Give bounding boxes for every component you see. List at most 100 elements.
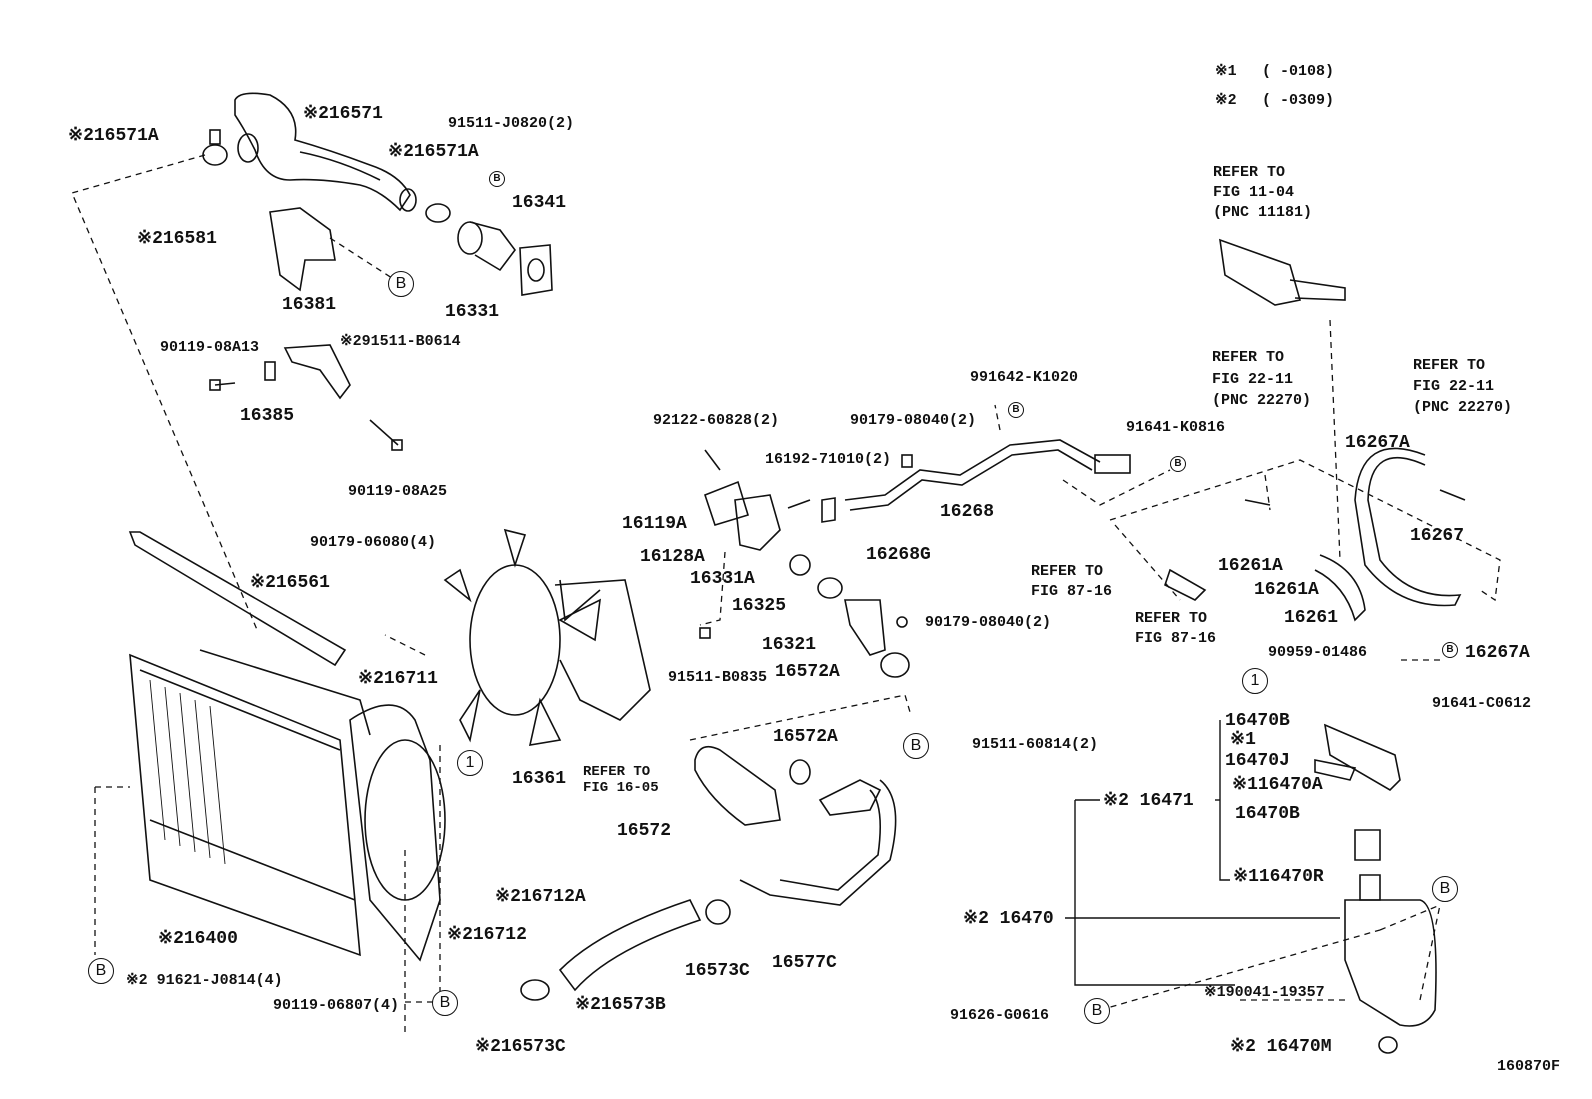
part-label-16331a: 16331A (690, 569, 755, 589)
callout-b: B (1084, 998, 1110, 1024)
part-label-16470r: ※116470R (1233, 867, 1324, 887)
part-label-91626-g0616: 91626-G0616 (950, 1007, 1050, 1024)
part-label-16571a-top: ※216571A (68, 126, 159, 146)
refer-fig22a-line1: REFER TO (1212, 349, 1285, 366)
part-label-92122-60828: 92122-60828(2) (653, 412, 780, 429)
part-label-90959-01486: 90959-01486 (1268, 644, 1368, 661)
part-label-16711: ※216711 (358, 669, 438, 689)
refer-fig87b-line2: FIG 87-16 (1135, 630, 1217, 647)
part-label-16573c-b: ※216573C (475, 1037, 566, 1057)
part-label-16470: ※2 16470 (963, 909, 1054, 929)
callout-one: 1 (457, 750, 483, 776)
part-label-16341: 16341 (512, 193, 567, 213)
part-label-16581: ※216581 (137, 229, 217, 249)
refer-fig22a-line3: (PNC 22270) (1212, 392, 1312, 409)
reservoir-16470 (1314, 723, 1437, 1054)
part-label-16331: 16331 (445, 302, 500, 322)
hoses-right (1164, 447, 1466, 622)
part-label-16381: 16381 (282, 295, 337, 315)
part-label-90179-08040-a: 90179-08040(2) (850, 412, 977, 429)
part-label-16471: ※2 16471 (1103, 791, 1194, 811)
part-label-16572a-b: 16572A (773, 727, 838, 747)
part-label-90119-08a25: 90119-08A25 (348, 483, 448, 500)
part-label-16325: 16325 (732, 596, 787, 616)
part-label-16470b-b: 16470B (1235, 804, 1300, 824)
part-label-16577c: 16577C (772, 953, 837, 973)
part-label-16712: ※216712 (447, 925, 527, 945)
part-label-16573c-a: 16573C (685, 961, 750, 981)
part-label-16400: ※216400 (158, 929, 238, 949)
lower-hoses (558, 745, 897, 992)
upper-hose-16571 (234, 92, 417, 212)
refer-fig11-line3: (PNC 11181) (1213, 204, 1313, 221)
refer-fig87b-line1: REFER TO (1135, 610, 1208, 627)
part-label-16470a: ※116470A (1232, 775, 1323, 795)
water-inlet-16331 (457, 221, 553, 296)
part-label-91511-j0820: 91511-J0820(2) (448, 115, 575, 132)
callout-b-small: B (1170, 456, 1186, 472)
dashed-leaders (71, 154, 1501, 1035)
part-label-16385: 16385 (240, 406, 295, 426)
part-label-91511-b0835: 91511-B0835 (668, 669, 768, 686)
part-label-991642-k1020: 991642-K1020 (970, 369, 1079, 386)
callout-b: B (388, 271, 414, 297)
callout-one: 1 (1242, 668, 1268, 694)
part-label-91621-j0814: ※2 91621-J0814(4) (126, 972, 283, 989)
part-label-16261a-b: 16261A (1254, 580, 1319, 600)
part-label-16268g: 16268G (866, 545, 931, 565)
support-bar-16561 (128, 531, 347, 667)
refer-fig11-line1: REFER TO (1213, 164, 1286, 181)
note2-range: ( -0309) (1262, 92, 1335, 109)
callout-b: B (88, 958, 114, 984)
part-label-90119-06807: 90119-06807(4) (273, 997, 400, 1014)
part-label-16572a-a: 16572A (775, 662, 840, 682)
part-label-90041-19357: ※190041-19357 (1204, 984, 1325, 1001)
part-label-16712a: ※216712A (495, 887, 586, 907)
part-label-16470j-mark: ※1 (1230, 730, 1256, 750)
part-label-90179-06080: 90179-06080(4) (310, 534, 437, 551)
fan-16361 (443, 528, 651, 746)
part-label-16267: 16267 (1410, 526, 1465, 546)
fan-shroud-16711 (349, 704, 446, 962)
part-label-16192-71010: 16192-71010(2) (765, 451, 892, 468)
part-label-16571a-mid: ※216571A (388, 142, 479, 162)
callout-b: B (903, 733, 929, 759)
refer-fig22b-line2: FIG 22-11 (1413, 378, 1495, 395)
part-label-91641-c0612: 91641-C0612 (1432, 695, 1532, 712)
part-label-16470b-a: 16470B (1225, 711, 1290, 731)
refer-fig22b-line3: (PNC 22270) (1413, 399, 1513, 416)
refer-fig22b-line1: REFER TO (1413, 357, 1486, 374)
part-label-16571: ※216571 (303, 104, 383, 124)
figure-code: 160870F (1497, 1058, 1561, 1075)
refer-fig87a-line2: FIG 87-16 (1031, 583, 1113, 600)
part-label-91511-60814: 91511-60814(2) (972, 736, 1099, 753)
callout-b: B (432, 990, 458, 1016)
part-label-16267a-b: 16267A (1465, 643, 1530, 663)
note2-mark: ※2 (1215, 92, 1237, 109)
part-label-16572: 16572 (617, 821, 672, 841)
bracket-16381 (283, 344, 351, 400)
note1-range: ( -0108) (1262, 63, 1335, 80)
part-label-16321: 16321 (762, 635, 817, 655)
part-label-90119-08a13: 90119-08A13 (160, 339, 260, 356)
part-label-16267a-a: 16267A (1345, 433, 1410, 453)
note1-mark: ※1 (1215, 63, 1237, 80)
callout-b-small: B (1008, 402, 1024, 418)
refer-fig11-line2: FIG 11-04 (1213, 184, 1295, 201)
part-label-16261a-a: 16261A (1218, 556, 1283, 576)
part-label-16470j: 16470J (1225, 751, 1290, 771)
callout-b-small: B (489, 171, 505, 187)
part-label-16261: 16261 (1284, 608, 1339, 628)
part-label-16128a: 16128A (640, 547, 705, 567)
part-label-91511-b0614: ※291511-B0614 (340, 333, 461, 350)
refer-fig22a-line2: FIG 22-11 (1212, 371, 1294, 388)
part-label-16561: ※216561 (250, 573, 330, 593)
radiator-16400 (129, 649, 371, 957)
part-label-90179-08040-b: 90179-08040(2) (925, 614, 1052, 631)
bolts (209, 361, 913, 639)
pipe-16268 (844, 439, 1131, 511)
part-label-16361: 16361 (512, 769, 567, 789)
callout-b-small: B (1442, 642, 1458, 658)
callout-b: B (1432, 876, 1458, 902)
